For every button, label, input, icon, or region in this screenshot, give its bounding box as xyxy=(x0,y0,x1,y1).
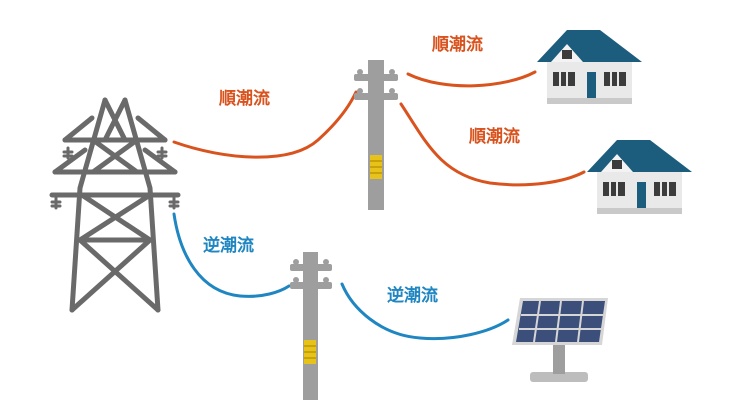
forward-flow-label: 順潮流 xyxy=(219,88,270,109)
wire-pole2-to-solar xyxy=(340,282,510,341)
forward-flow-label: 順潮流 xyxy=(432,34,483,55)
wire-tower-to-pole1 xyxy=(172,90,358,159)
transmission-tower-icon xyxy=(49,97,181,313)
wire-tower-to-pole2 xyxy=(172,212,291,298)
wire-pole1-to-house1 xyxy=(406,70,537,88)
wire-pole1-to-house2 xyxy=(399,102,586,187)
solar-panel-icon xyxy=(512,298,608,382)
house-icon xyxy=(587,140,692,214)
house-icon xyxy=(537,30,642,104)
forward-flow-label: 順潮流 xyxy=(469,126,520,147)
forward-flow-wires xyxy=(172,70,586,187)
reverse-flow-label: 逆潮流 xyxy=(203,235,254,256)
reverse-flow-label: 逆潮流 xyxy=(387,285,438,306)
reverse-flow-wires xyxy=(172,212,510,341)
utility-pole-icon xyxy=(354,60,398,210)
utility-pole-icon xyxy=(290,252,332,400)
